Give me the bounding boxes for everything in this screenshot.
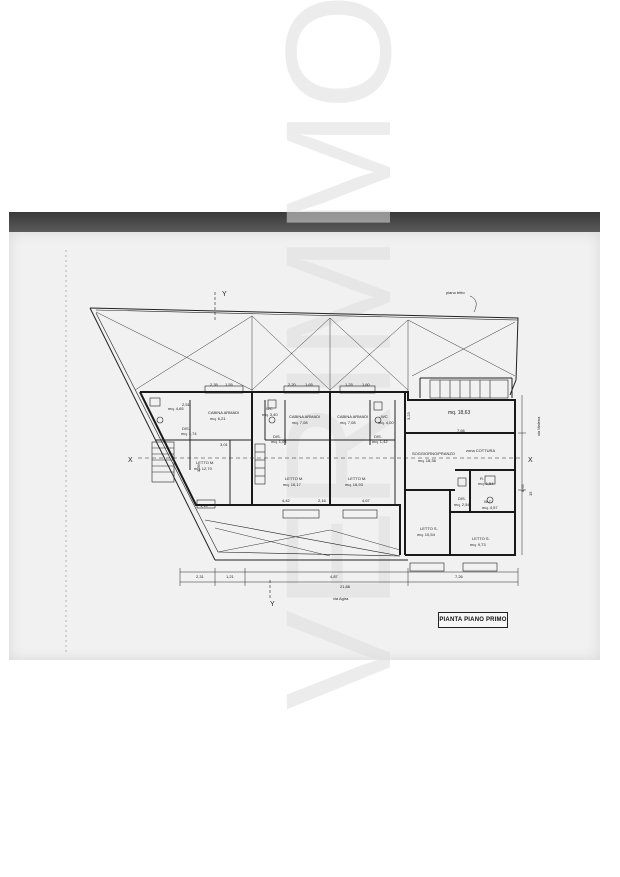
room-name-letto-1: LETTO M. — [196, 460, 214, 465]
room-area-ripostiglio: mq. 1,54 — [478, 481, 494, 486]
roof-outline — [89, 307, 519, 561]
section-mark-x-left: X — [128, 457, 133, 464]
room-name-cabina-armadi-1: CABINA ARMADI — [208, 410, 239, 415]
room-name-wc-2: WC — [381, 414, 388, 419]
roof-hatching — [95, 311, 516, 557]
room-name-cottura: zona COTTURA — [466, 448, 495, 453]
dim-int-7: 3,39 — [196, 463, 201, 472]
room-name-wc-3: W.C. — [484, 499, 493, 504]
dim-int-1: 3,01 — [220, 442, 229, 447]
room-name-cabina-armadi-3: CABINA ARMADI — [337, 414, 368, 419]
drawing-sheet — [9, 232, 600, 660]
building-walls — [139, 391, 516, 556]
dim-right-1: 8,65 — [520, 483, 525, 492]
room-area-cabina-armadi-3: mq. 7,08 — [340, 420, 356, 425]
room-name-letto-2: LETTO M. — [285, 476, 303, 481]
room-area-terrazzo: mq. 18,63 — [448, 410, 470, 416]
room-area-dis-2: mq. 1,04 — [271, 439, 287, 444]
roof-note: piano tetto — [446, 290, 465, 295]
bottom-dimension-line — [179, 568, 519, 586]
section-markers — [138, 292, 520, 598]
watermark: VERIMMO — [254, 0, 422, 710]
dim-bottom-3: 4,87 — [330, 574, 339, 579]
room-area-letto-1: mq. 12,70 — [194, 466, 213, 471]
dim-int-4: 4,67 — [362, 498, 371, 503]
right-dimension-line — [518, 395, 526, 555]
section-mark-y-top: Y — [222, 291, 227, 298]
room-name-cabina-armadi-2: CABINA ARMADI — [289, 414, 320, 419]
dim-int-8: 2,51 — [182, 402, 191, 407]
room-name-dis-4: DIS. — [458, 496, 466, 501]
room-area-dis-4: mq. 2,54 — [454, 502, 470, 507]
room-area-letto-4: mq. 10,54 — [417, 532, 436, 537]
window-tag-2: 1,55 — [225, 382, 234, 387]
room-area-letto-5: mq. 9,73 — [470, 542, 486, 547]
room-name-dis-2: DIS. — [273, 434, 281, 439]
room-area-letto-2: mq. 16,17 — [283, 482, 302, 487]
room-area-dis-1: mq. 1,74 — [181, 431, 197, 436]
dim-bottom-1: 2,31 — [196, 574, 205, 579]
dim-int-6: 3,23 — [406, 411, 411, 420]
section-mark-x-right: X — [528, 457, 533, 464]
room-name-letto-4: LETTO S. — [420, 526, 438, 531]
dim-bottom-2: 1,21 — [226, 574, 235, 579]
dim-int-3: 2,16 — [318, 498, 327, 503]
window-tag-5: 1,25 — [345, 382, 354, 387]
dim-bottom-4: 7,26 — [455, 574, 464, 579]
street-label-south: via Agira — [333, 596, 349, 601]
room-name-letto-5: LETTO S. — [472, 536, 490, 541]
dim-int-2: 4,42 — [282, 498, 291, 503]
room-name-letto-3: LETTO M. — [348, 476, 366, 481]
room-area-wc-2: mq. 4,00 — [378, 420, 394, 425]
window-tag-4: 1,65 — [305, 382, 314, 387]
window-tag-6: 1,60 — [362, 382, 371, 387]
room-area-soggiorno: mq. 18,36 — [418, 458, 437, 463]
dim-right-2: 15 — [528, 491, 533, 496]
room-area-letto-3: mq. 16,93 — [345, 482, 364, 487]
room-name-dis-1: DIS. — [182, 426, 190, 431]
stairs — [151, 379, 509, 485]
dim-int-5: 7,66 — [457, 428, 466, 433]
room-area-cabina-armadi-2: mq. 7,08 — [292, 420, 308, 425]
street-label-east: via Malena — [536, 416, 541, 436]
room-name-wc-1: WC — [266, 406, 273, 411]
room-area-bagno-1: mq. 4,65 — [168, 406, 184, 411]
room-area-cabina-armadi-1: mq. 6,21 — [210, 416, 226, 421]
room-name-ripostiglio: R. — [480, 476, 484, 481]
room-name-dis-3: DIS. — [374, 434, 382, 439]
fixtures — [149, 385, 498, 572]
section-mark-y-bottom: Y — [270, 601, 275, 608]
window-tag-7: 1,10 — [200, 503, 209, 508]
drawing-title: PIANTA PIANO PRIMO — [439, 617, 507, 623]
room-name-soggiorno: SOGGIORNO/PRANZO — [412, 451, 455, 456]
drawing-title-box: PIANTA PIANO PRIMO — [438, 612, 508, 628]
room-area-wc-3: mq. 4,57 — [482, 505, 498, 510]
room-area-dis-3: mq. 1,42 — [372, 439, 388, 444]
window-tag-1: 2,35 — [210, 382, 219, 387]
window-tag-3: 2,20 — [288, 382, 297, 387]
roof-note-leader — [469, 295, 477, 313]
room-area-wc-1: mq. 3,40 — [262, 412, 278, 417]
interior-partitions — [155, 377, 513, 505]
dim-bottom-5: 21,86 — [340, 584, 351, 589]
